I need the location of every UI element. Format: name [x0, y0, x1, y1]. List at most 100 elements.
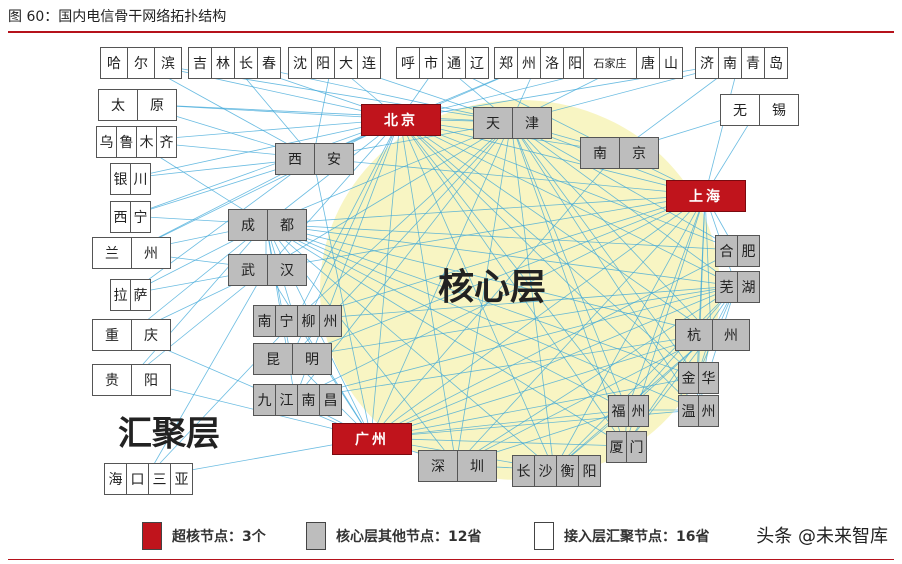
node-jinan-qingdao-cell: 济	[695, 47, 719, 79]
node-chongqing-cell: 庆	[131, 319, 171, 351]
node-wuxi: 无锡	[720, 94, 799, 126]
link-lhasa-xian	[128, 157, 314, 295]
node-lanzhou-cell: 兰	[92, 237, 132, 269]
node-lhasa-cell: 萨	[130, 279, 151, 311]
node-haikou-sanya-cell: 海	[104, 463, 127, 495]
node-hangzhou: 杭州	[675, 319, 750, 351]
node-yinchuan: 银川	[110, 163, 151, 195]
node-shenyang-dalian-cell: 阳	[311, 47, 335, 79]
legend-core-swatch	[306, 522, 326, 550]
node-shijiazhuang-tangshan-cell: 唐	[636, 47, 660, 79]
node-shenyang-dalian-cell: 沈	[288, 47, 312, 79]
link-wuhu-shenzhen	[455, 285, 737, 466]
node-wuhan: 武汉	[228, 254, 307, 286]
node-shijiazhuang-tangshan-cell: 山	[659, 47, 683, 79]
node-jilin-changchun: 吉林长春	[188, 47, 281, 79]
node-wuxi-cell: 锡	[759, 94, 799, 126]
node-wuhu: 芜湖	[715, 271, 760, 303]
link-shanghai-jiujiang-nanchang	[294, 194, 706, 400]
node-jilin-changchun-cell: 春	[257, 47, 281, 79]
node-changsha-hengyang: 长沙衡阳	[512, 455, 601, 487]
node-shenzhen-cell: 深	[418, 450, 458, 482]
link-hangzhou-jiujiang-nanchang	[294, 333, 712, 400]
link-tianjin-changsha-hengyang	[510, 121, 555, 471]
node-shenzhen: 深圳	[418, 450, 497, 482]
link-tianjin-wenzhou	[510, 121, 698, 411]
node-nanning-liuzhou-cell: 柳	[297, 305, 320, 337]
node-jiujiang-nanchang: 九江南昌	[253, 384, 342, 416]
node-harbin-cell: 哈	[100, 47, 128, 79]
link-beijing-xiamen	[399, 118, 626, 447]
link-guangzhou-hefei	[370, 249, 737, 439]
link-beijing-wuhu	[399, 118, 737, 287]
node-hohhot-liaoning-cell: 辽	[465, 47, 489, 79]
aggregation-layer-label: 汇聚层	[118, 414, 220, 454]
node-fuzhou: 福州	[608, 395, 649, 427]
node-shenyang-dalian-cell: 连	[357, 47, 381, 79]
node-hefei: 合肥	[715, 235, 760, 267]
link-guangzhou-nanjing	[370, 151, 619, 439]
link-chengdu-fuzhou	[265, 223, 628, 411]
node-jilin-changchun-cell: 吉	[188, 47, 212, 79]
node-zhengzhou-luoyang-cell: 郑	[494, 47, 518, 79]
legend-access: 接入层汇聚节点：16省	[534, 522, 709, 550]
link-guangzhou-tianjin	[370, 121, 512, 439]
node-kunming: 昆明	[253, 343, 332, 375]
link-shanghai-nanning-liuzhou	[294, 194, 706, 321]
node-jiujiang-nanchang-cell: 九	[253, 384, 276, 416]
node-urumqi-cell: 鲁	[116, 126, 137, 158]
link-taiyuan-tianjin	[135, 103, 512, 123]
link-beijing-hefei	[399, 118, 737, 251]
node-hefei-cell: 合	[715, 235, 738, 267]
node-shenzhen-cell: 圳	[457, 450, 497, 482]
node-chengdu: 成都	[228, 209, 307, 241]
legend-access-swatch	[534, 522, 554, 550]
node-haikou-sanya-cell: 亚	[170, 463, 193, 495]
link-shanghai-guangzhou	[370, 194, 706, 439]
node-wuhu-cell: 湖	[737, 271, 760, 303]
node-hefei-cell: 肥	[737, 235, 760, 267]
link-beijing-shenzhen	[399, 118, 457, 466]
node-jilin-changchun-cell: 长	[234, 47, 258, 79]
link-beijing-changsha-hengyang	[399, 118, 555, 471]
node-guiyang: 贵阳	[92, 364, 171, 396]
link-tianjin-chengdu	[265, 121, 512, 225]
node-nanjing: 南京	[580, 137, 659, 169]
link-chengdu-wuhu	[265, 223, 737, 287]
link-tianjin-fuzhou	[510, 121, 628, 411]
node-guiyang-cell: 阳	[131, 364, 171, 396]
legend-super-swatch	[142, 522, 162, 550]
link-shanghai-changsha-hengyang	[553, 194, 706, 471]
node-hohhot-liaoning-cell: 市	[419, 47, 443, 79]
node-shanghai-cell: 上海	[666, 180, 746, 212]
legend-super: 超核节点：3个	[142, 522, 266, 550]
legend-access-text: 接入层汇聚节点：16省	[564, 529, 710, 545]
node-jinan-qingdao-cell: 南	[718, 47, 742, 79]
link-xining-beijing	[128, 118, 401, 217]
node-zhengzhou-luoyang: 郑州洛阳	[494, 47, 587, 79]
node-zhengzhou-luoyang-cell: 洛	[540, 47, 564, 79]
link-beijing-wenzhou	[399, 118, 698, 411]
legend-core-text: 核心层其他节点：12省	[336, 529, 482, 545]
link-lanzhou-beijing	[129, 118, 401, 253]
core-layer-area	[320, 100, 720, 480]
node-wuhan-cell: 汉	[267, 254, 307, 286]
node-changsha-hengyang-cell: 长	[512, 455, 535, 487]
node-urumqi-cell: 齐	[156, 126, 177, 158]
node-shijiazhuang-tangshan-cell: 石家庄	[583, 47, 637, 79]
link-jinan-qingdao-shanghai	[704, 61, 740, 196]
node-yinchuan-cell: 川	[130, 163, 151, 195]
node-xining: 西宁	[110, 201, 151, 233]
node-lhasa-cell: 拉	[110, 279, 131, 311]
link-shanghai-xian	[312, 157, 706, 196]
link-guangzhou-wuhu	[370, 285, 737, 439]
node-lhasa: 拉萨	[110, 279, 151, 311]
node-nanning-liuzhou-cell: 州	[319, 305, 342, 337]
link-wuhu-jiujiang-nanchang	[294, 285, 737, 400]
link-tianjin-wuhan	[265, 121, 512, 270]
link-guangzhou-jinhua	[370, 376, 698, 439]
link-wuhu-nanning-liuzhou	[294, 285, 737, 321]
node-xining-cell: 西	[110, 201, 131, 233]
node-kunming-cell: 明	[292, 343, 332, 375]
node-changsha-hengyang-cell: 衡	[556, 455, 579, 487]
